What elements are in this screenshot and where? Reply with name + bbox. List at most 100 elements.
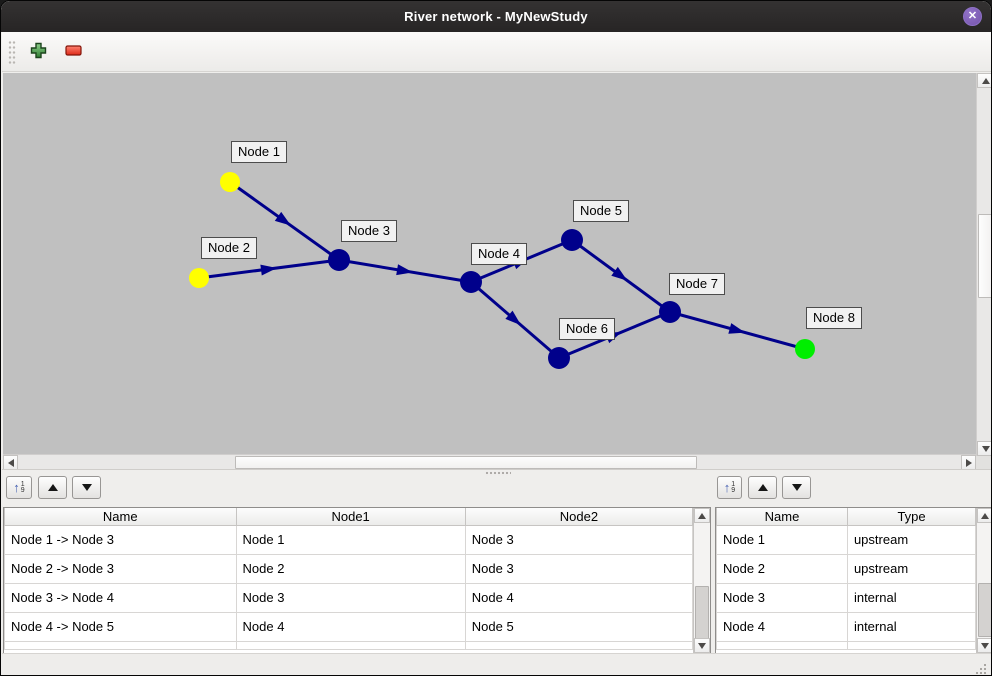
status-bar [2, 653, 991, 675]
column-header[interactable]: Node1 [235, 508, 466, 526]
links-table-scrollbar[interactable] [693, 508, 711, 653]
river-node[interactable] [795, 339, 815, 359]
node-label: Node 1 [231, 141, 287, 163]
flow-direction-arrow-icon [260, 264, 277, 276]
remove-node-button[interactable] [60, 39, 86, 65]
node-label: Node 4 [471, 243, 527, 265]
table-cell: Node 3 [716, 582, 848, 613]
table-cell: Node 2 [716, 553, 848, 584]
column-header[interactable]: Name [4, 508, 237, 526]
table-cell: Node 2 -> Node 3 [4, 553, 237, 584]
canvas-vertical-scrollbar[interactable] [976, 73, 991, 456]
close-button[interactable]: ✕ [963, 7, 982, 26]
window-title: River network - MyNewStudy [404, 9, 588, 24]
river-node[interactable] [659, 301, 681, 323]
table-cell: internal [846, 611, 977, 642]
canvas-horizontal-scrollbar[interactable] [3, 454, 976, 470]
toolbar-drag-handle[interactable] [8, 38, 16, 65]
table-row-partial [4, 640, 694, 650]
toolbar [2, 32, 991, 72]
scroll-down-icon[interactable] [977, 638, 991, 653]
scroll-left-icon[interactable] [3, 455, 18, 470]
node-label: Node 2 [201, 237, 257, 259]
flow-direction-arrow-icon [728, 323, 746, 334]
scroll-right-icon[interactable] [961, 455, 976, 470]
scroll-down-icon[interactable] [977, 441, 991, 456]
river-node[interactable] [561, 229, 583, 251]
scroll-up-icon[interactable] [977, 508, 991, 523]
river-node[interactable] [189, 268, 209, 288]
table-cell: Node 1 [235, 524, 466, 555]
column-header[interactable]: Name [716, 508, 848, 526]
table-cell: Node 3 [235, 582, 466, 613]
links-move-down-button[interactable] [72, 476, 101, 499]
table-cell: Node 3 [464, 524, 694, 555]
splitter-handle[interactable] [485, 471, 511, 476]
column-header[interactable]: Node2 [464, 508, 694, 526]
river-node[interactable] [328, 249, 350, 271]
flow-direction-arrow-icon [274, 211, 292, 226]
table-cell: Node 3 -> Node 4 [4, 582, 237, 613]
scroll-down-icon[interactable] [694, 638, 711, 653]
links-move-up-button[interactable] [38, 476, 67, 499]
table-cell: Node 4 [235, 611, 466, 642]
node-label: Node 5 [573, 200, 629, 222]
up-triangle-icon [757, 484, 768, 491]
flow-direction-arrow-icon [505, 310, 522, 326]
scrollbar-corner [976, 456, 991, 469]
nodes-move-up-button[interactable] [748, 476, 777, 499]
horizontal-scroll-thumb[interactable] [235, 456, 697, 469]
node-label: Node 8 [806, 307, 862, 329]
node-label: Node 7 [669, 273, 725, 295]
up-triangle-icon [47, 484, 58, 491]
column-header[interactable]: Type [846, 508, 977, 526]
table-cell: Node 4 [716, 611, 848, 642]
links-scroll-thumb[interactable] [695, 586, 710, 640]
nodes-table-scrollbar[interactable] [976, 508, 991, 653]
vertical-scroll-thumb[interactable] [978, 214, 991, 298]
minus-icon [64, 44, 82, 59]
table-cell: Node 3 [464, 553, 694, 584]
scroll-up-icon[interactable] [694, 508, 711, 523]
down-triangle-icon [81, 484, 92, 491]
river-node[interactable] [220, 172, 240, 192]
table-cell: Node 1 [716, 524, 848, 555]
title-bar[interactable]: River network - MyNewStudy ✕ [1, 1, 991, 32]
close-icon: ✕ [967, 10, 978, 22]
add-node-button[interactable] [25, 39, 51, 65]
river-node[interactable] [548, 347, 570, 369]
scroll-up-icon[interactable] [977, 73, 991, 88]
nodes-move-down-button[interactable] [782, 476, 811, 499]
plus-icon [30, 42, 47, 62]
resize-grip[interactable] [976, 664, 978, 666]
table-cell: Node 5 [464, 611, 694, 642]
river-node[interactable] [460, 271, 482, 293]
node-label: Node 3 [341, 220, 397, 242]
table-cell: upstream [846, 524, 977, 555]
table-cell: upstream [846, 553, 977, 584]
nodes-scroll-thumb[interactable] [978, 583, 991, 637]
table-cell: internal [846, 582, 977, 613]
flow-direction-arrow-icon [611, 266, 628, 281]
